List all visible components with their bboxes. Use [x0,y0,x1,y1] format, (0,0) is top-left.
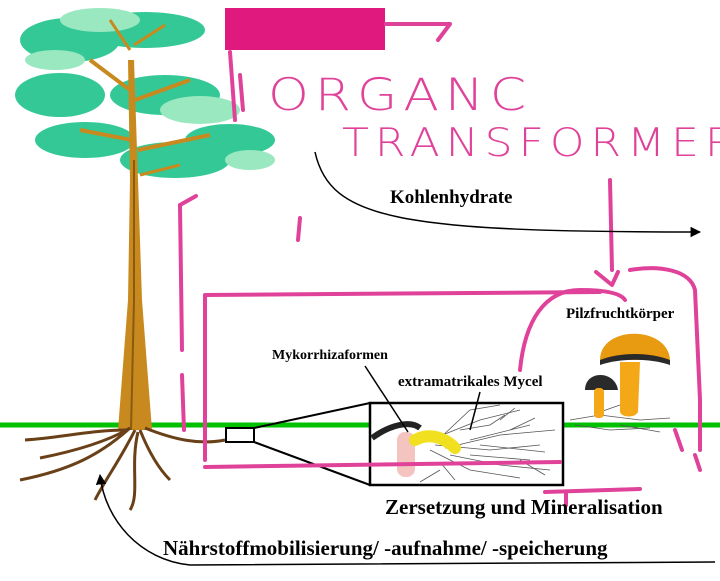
pointer-mykor [364,365,409,433]
pointer-mycel [469,391,481,431]
label-mykorrhizaformen: Mykorrhizaformen [272,348,388,363]
handwriting-transformer: TRANSFORMER [342,120,720,166]
arrow-naehrstoff [95,473,716,566]
label-pilzfruchtkoerper: Pilzfruchtkörper [566,306,675,322]
root-zoom-box [225,427,255,443]
soil-mycel [569,404,671,433]
label-zersetzung: Zersetzung und Mineralisation [385,495,663,519]
tree-roots [19,426,226,511]
mycel-hyphae [419,404,556,483]
arrow-kohlenhydrate [314,151,702,238]
mushroom-large [600,333,670,417]
tree-trunk [79,19,211,431]
handwriting-organc: ORGANC [268,70,533,121]
label-extramatrikales-mycel: extramatrikales Mycel [398,374,543,390]
root-in-box [370,421,422,441]
tree-foliage [15,8,275,178]
annotation-lines [178,8,702,507]
zoom-line-top [253,402,371,429]
label-kohlenhydrate: Kohlenhydrate [390,187,513,208]
hypha-yellow [409,430,461,454]
redaction-bar [225,8,385,50]
mushroom-small [585,375,618,418]
label-naehrstoff: Nährstoffmobilisierung/ -aufnahme/ -spei… [163,536,608,560]
